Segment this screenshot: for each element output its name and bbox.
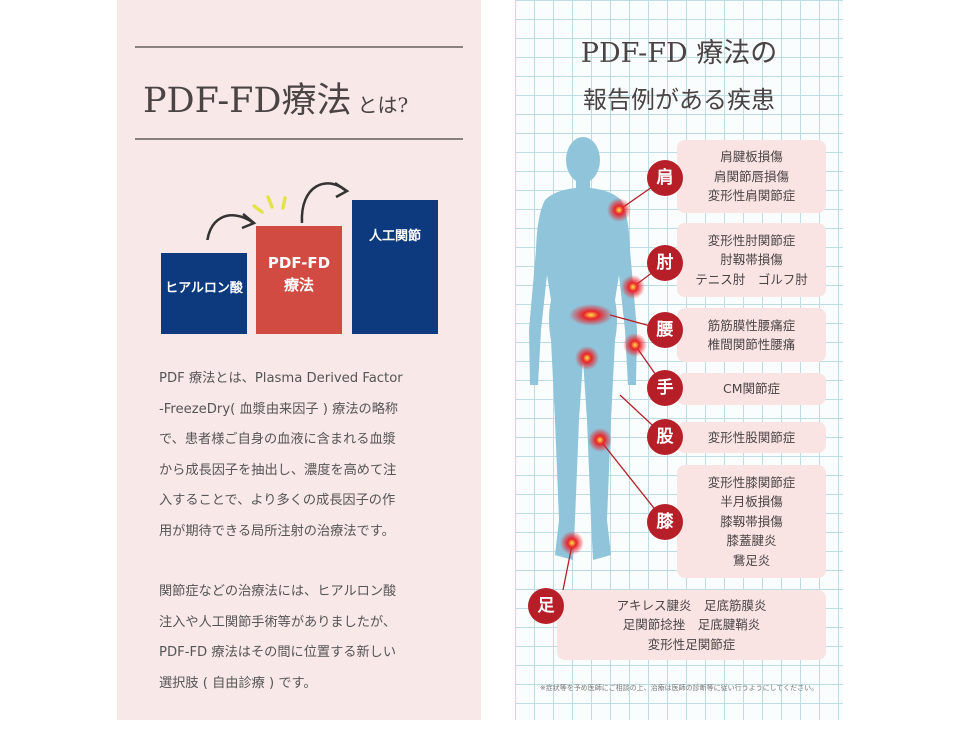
disease-box-knee: 変形性膝関節症半月板損傷膝靱帯損傷膝蓋腱炎鵞足炎: [677, 465, 826, 578]
arrows-icon: [206, 181, 350, 240]
page-title: PDF-FD療法とは?: [143, 81, 409, 121]
disease-box-shoulder: 肩腱板損傷肩関節唇損傷変形性肩関節症: [677, 140, 826, 213]
right-panel: PDF-FD 療法の 報告例がある疾患 肩腱板損傷肩関節唇損傷変形性肩関節症 変…: [515, 0, 843, 720]
description: PDF 療法とは、Plasma Derived Factor -FreezeDr…: [159, 364, 459, 729]
label-elbow: 肘: [647, 245, 683, 281]
disease-box-lower-back: 筋筋膜性腰痛症椎間関節性腰痛: [677, 308, 826, 362]
paragraph: 関節症などの治療法には、ヒアルロン酸 注入や人工関節手術等がありましたが、 PD…: [159, 584, 397, 691]
diseases-title: PDF-FD 療法の 報告例がある疾患: [580, 38, 778, 114]
disease-box-hip: 変形性股関節症: [677, 422, 826, 453]
label-hand: 手: [647, 370, 683, 406]
disease-box-foot: アキレス腱炎 足底筋膜炎足関節捻挫 足底腱鞘炎変形性足関節症: [557, 590, 826, 660]
label-lower-back: 腰: [647, 312, 683, 348]
bar-hyaluronic: ヒアルロン酸: [161, 253, 247, 334]
label-foot: 足: [528, 588, 564, 624]
bar-artificial-joint: 人工関節: [352, 200, 438, 334]
label-shoulder: 肩: [647, 160, 683, 196]
divider: [135, 46, 463, 48]
footnote: ※症状等を予め医師にご相談の上、治療は医師の診断等に従い行うようにしてください。: [539, 684, 819, 692]
label-hip: 股: [647, 419, 683, 455]
divider: [135, 138, 463, 140]
disease-box-elbow: 変形性肘関節症肘靱帯損傷テニス肘 ゴルフ肘: [677, 223, 826, 297]
disease-box-hand: CM関節症: [677, 373, 826, 405]
label-knee: 膝: [647, 504, 683, 540]
body-figure: [529, 137, 666, 591]
paragraph: PDF 療法とは、Plasma Derived Factor -FreezeDr…: [159, 371, 403, 539]
